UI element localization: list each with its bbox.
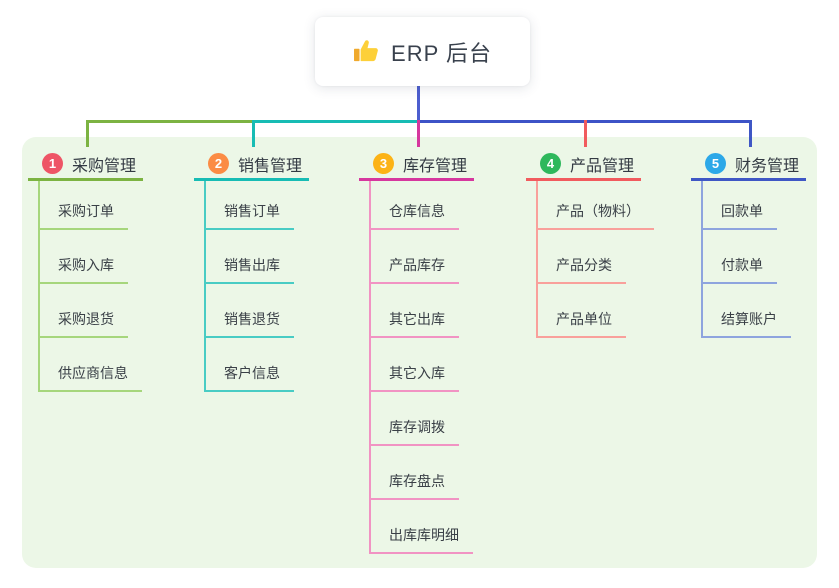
child-node[interactable]: 客户信息 xyxy=(206,338,294,392)
root-node[interactable]: ERP 后台 xyxy=(315,17,530,86)
branch-node-3[interactable]: 3 库存管理 xyxy=(359,149,474,181)
child-node[interactable]: 销售订单 xyxy=(206,181,294,230)
branch-children: 采购订单采购入库采购退货供应商信息 xyxy=(38,181,142,392)
child-node[interactable]: 库存调拨 xyxy=(371,392,459,446)
branch-label: 产品管理 xyxy=(570,157,635,175)
child-node[interactable]: 采购入库 xyxy=(40,230,128,284)
child-node[interactable]: 结算账户 xyxy=(703,284,791,338)
child-node[interactable]: 采购退货 xyxy=(40,284,128,338)
child-node[interactable]: 出库库明细 xyxy=(371,500,473,554)
child-node[interactable]: 其它出库 xyxy=(371,284,459,338)
branch-node-4[interactable]: 4 产品管理 xyxy=(526,149,641,181)
child-node[interactable]: 采购订单 xyxy=(40,181,128,230)
branch-label: 财务管理 xyxy=(735,157,800,175)
child-node[interactable]: 产品库存 xyxy=(371,230,459,284)
child-node[interactable]: 产品（物料） xyxy=(538,181,654,230)
child-node[interactable]: 回款单 xyxy=(703,181,777,230)
branch-node-5[interactable]: 5 财务管理 xyxy=(691,149,806,181)
branch-children: 仓库信息产品库存其它出库其它入库库存调拨库存盘点出库库明细 xyxy=(369,181,473,554)
branch-number-badge: 1 xyxy=(42,153,63,174)
branch-drop-line-3 xyxy=(416,120,420,147)
root-connector-line xyxy=(416,86,420,123)
branch-number-badge: 4 xyxy=(540,153,561,174)
branch-number-badge: 2 xyxy=(208,153,229,174)
child-node[interactable]: 产品单位 xyxy=(538,284,626,338)
child-node[interactable]: 仓库信息 xyxy=(371,181,459,230)
branch-node-1[interactable]: 1 采购管理 xyxy=(28,149,143,181)
child-node[interactable]: 库存盘点 xyxy=(371,446,459,500)
child-node[interactable]: 其它入库 xyxy=(371,338,459,392)
branch-children: 销售订单销售出库销售退货客户信息 xyxy=(204,181,294,392)
branches-panel: 1 采购管理采购订单采购入库采购退货供应商信息 2 销售管理销售订单销售出库销售退货客… xyxy=(22,137,817,568)
branch-children: 回款单付款单结算账户 xyxy=(701,181,791,338)
child-node[interactable]: 付款单 xyxy=(703,230,777,284)
branch-label: 库存管理 xyxy=(403,157,468,175)
branch-node-2[interactable]: 2 销售管理 xyxy=(194,149,309,181)
child-node[interactable]: 销售出库 xyxy=(206,230,294,284)
branch-drop-line-2 xyxy=(251,120,255,147)
bus-line-middle xyxy=(253,120,418,123)
child-node[interactable]: 销售退货 xyxy=(206,284,294,338)
child-node[interactable]: 产品分类 xyxy=(538,230,626,284)
child-node[interactable]: 供应商信息 xyxy=(40,338,142,392)
branch-drop-line-1 xyxy=(85,120,89,147)
bus-line-left xyxy=(87,120,253,123)
root-title: ERP 后台 xyxy=(391,40,492,66)
branch-number-badge: 3 xyxy=(373,153,394,174)
branch-drop-line-4 xyxy=(583,120,587,147)
branch-label: 采购管理 xyxy=(72,157,137,175)
thumbs-up-icon xyxy=(353,38,380,65)
branch-drop-line-5 xyxy=(748,120,752,147)
branch-number-badge: 5 xyxy=(705,153,726,174)
branch-label: 销售管理 xyxy=(238,157,303,175)
branch-children: 产品（物料）产品分类产品单位 xyxy=(536,181,654,338)
